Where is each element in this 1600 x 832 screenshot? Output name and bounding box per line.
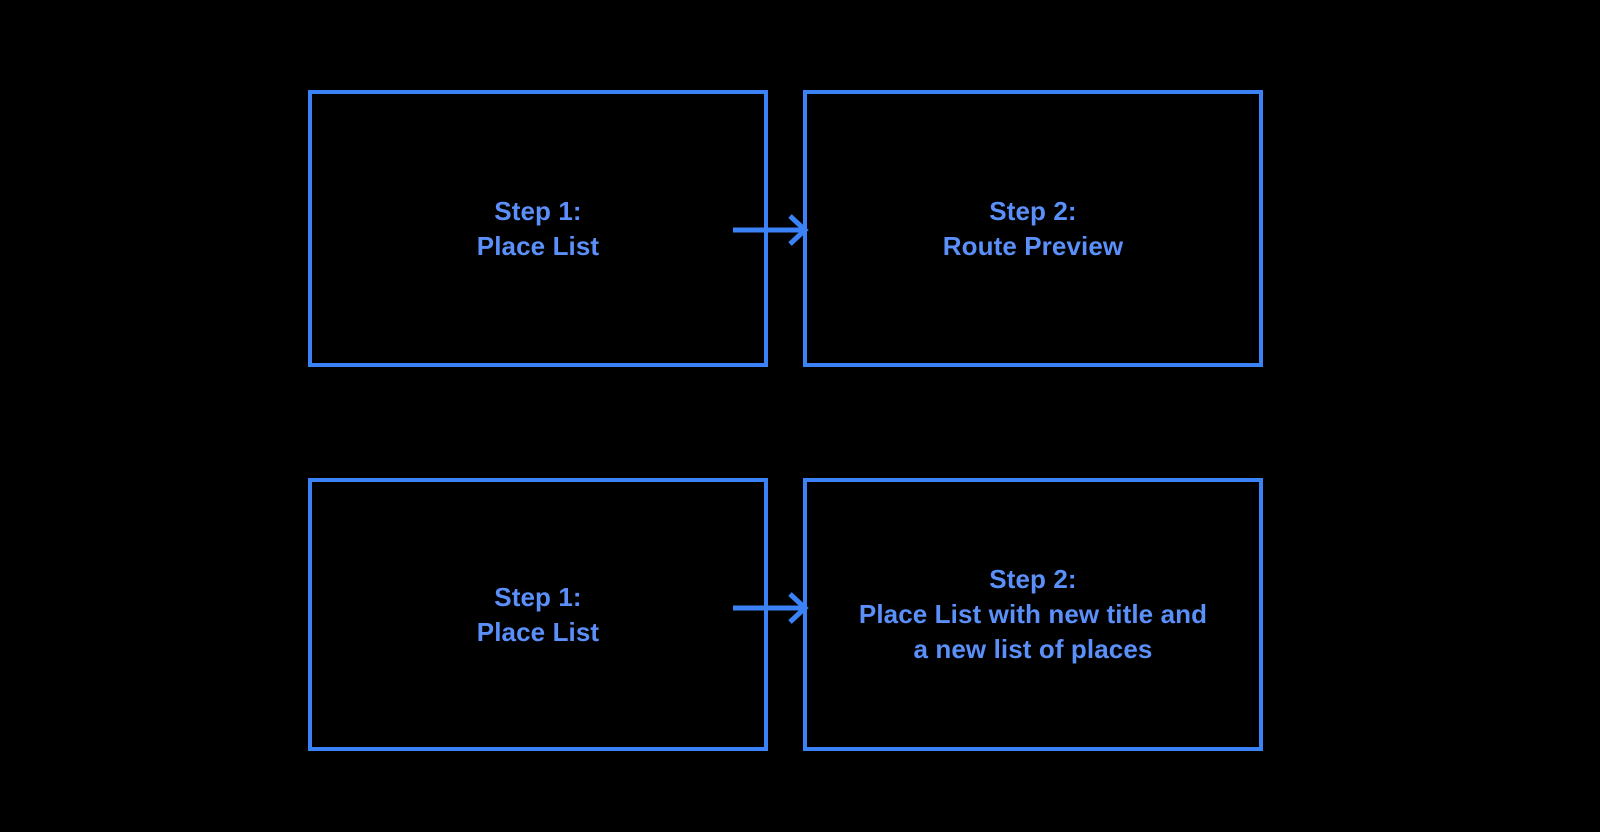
flow-row-1: Step 1: Place List Step 2: Route Preview	[0, 90, 1600, 367]
step-box-row1-step1[interactable]: Step 1: Place List	[308, 90, 768, 367]
step-box-label: Step 2: Place List with new title and a …	[858, 564, 1208, 664]
step-box-label: Step 2: Route Preview	[942, 195, 1124, 261]
step-box-row1-step2[interactable]: Step 2: Route Preview	[803, 90, 1263, 367]
step-box-row2-step2[interactable]: Step 2: Place List with new title and a …	[803, 478, 1263, 751]
flow-row-2: Step 1: Place List Step 2: Place List wi…	[0, 478, 1600, 751]
step-box-label: Step 1: Place List	[476, 581, 600, 647]
step-box-row2-step1[interactable]: Step 1: Place List	[308, 478, 768, 751]
step-box-label: Step 1: Place List	[476, 195, 600, 261]
